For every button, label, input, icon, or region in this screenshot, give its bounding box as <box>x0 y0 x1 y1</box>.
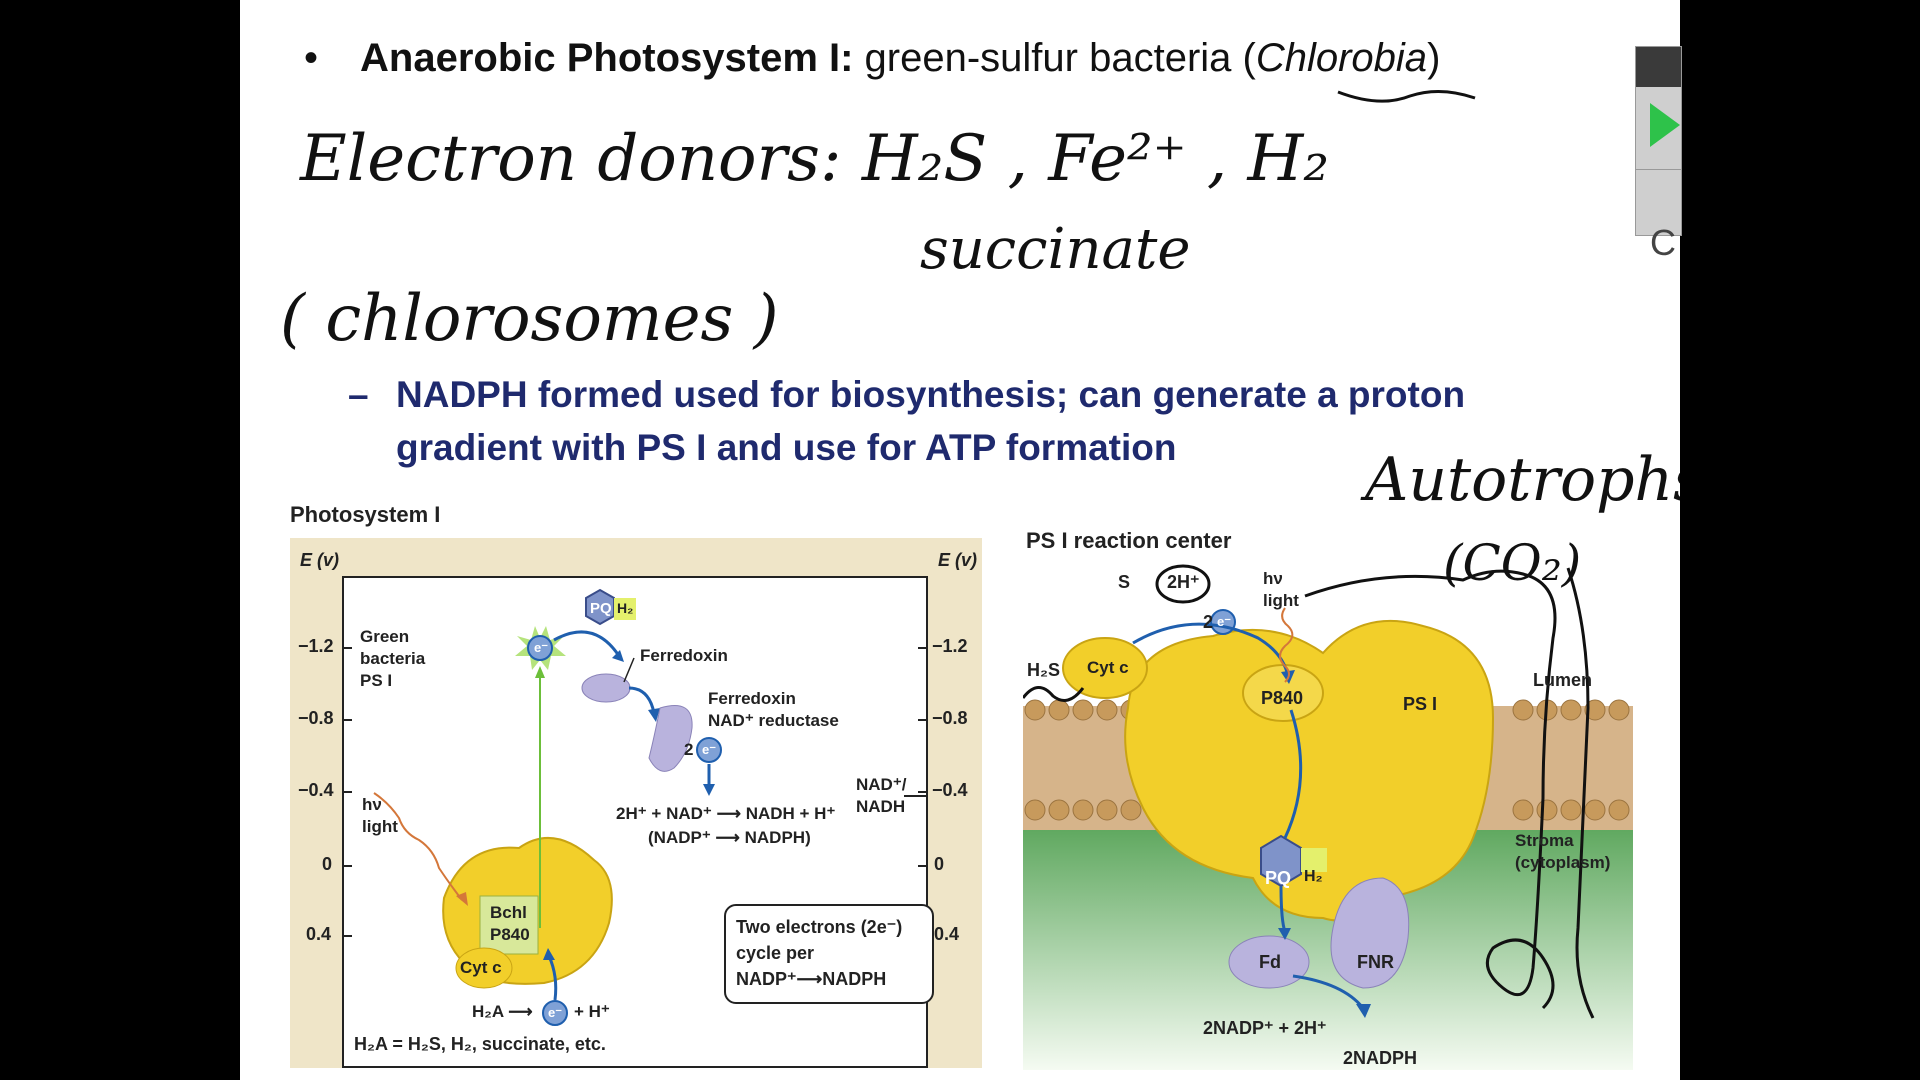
light-label-right: hν light <box>1263 569 1299 610</box>
electron-transfer-arrow <box>553 630 621 657</box>
side-toolbar[interactable]: C <box>1635 46 1682 261</box>
fd-shape <box>1228 935 1310 989</box>
cytc-shape <box>455 947 513 989</box>
pq-hexagon-right <box>1260 834 1302 888</box>
fd-label: Fd <box>1259 952 1281 972</box>
bullet-italic: Chlorobia <box>1255 36 1428 80</box>
handwritten-squiggle <box>1023 686 1085 702</box>
tick-right-2: −0.8 <box>932 708 968 728</box>
slide: • Anaerobic Photosystem I: green-sulfur … <box>240 0 1680 1080</box>
pq-h2-box <box>614 598 636 620</box>
energy-diagram-plot: Green bacteria PS I e⁻ PQ H₂ Ferredoxin … <box>342 576 934 1068</box>
reductase-label: Ferredoxin NAD⁺ reductase <box>708 689 839 730</box>
figure-right-title: PS I reaction center <box>1026 528 1232 553</box>
tick-right-1: −1.2 <box>932 636 968 656</box>
bullet-bold: Anaerobic Photosystem I: <box>360 36 854 80</box>
underline-scribble <box>1337 89 1476 103</box>
bullet-marker: • <box>304 36 319 80</box>
tick-left-1: −1.2 <box>298 636 334 656</box>
electron-label-excited: e⁻ <box>534 640 549 655</box>
reaction-nadp-label: (NADP⁺ ⟶ NADPH) <box>648 828 811 847</box>
handwriting-chlorosomes: ( chlorosomes ) <box>280 282 779 356</box>
h-plus-label: + H⁺ <box>574 1002 610 1021</box>
h2a-footer-label: H₂A = H₂S, H₂, succinate, etc. <box>354 1034 606 1054</box>
ferredoxin-label: Ferredoxin <box>640 646 728 665</box>
energy-diagram-panel: E (v) E (v) −1.2 −0.8 −0.4 0 0.4 −1.2 −0… <box>290 538 982 1068</box>
c-icon[interactable]: C <box>1650 222 1676 263</box>
cytc-label-right: Cyt c <box>1087 658 1129 677</box>
play-icon[interactable] <box>1650 103 1680 147</box>
light-label: hν light <box>362 795 398 836</box>
handwriting-succinate: succinate <box>920 217 1191 282</box>
electron-icon-2e <box>696 737 722 763</box>
electron-label-donor: e⁻ <box>548 1005 563 1020</box>
fnr-shape <box>1330 877 1410 989</box>
light-wave-right <box>1279 607 1294 683</box>
ferredoxin-shape <box>581 673 631 703</box>
electron-cycle-note: Two electrons (2e⁻) cycle per NADP⁺⟶NADP… <box>724 904 934 1004</box>
handwriting-layer: Electron donors: H₂S , Fe²⁺ , H₂ succina… <box>280 89 1680 515</box>
tick-left-5: 0.4 <box>306 924 332 944</box>
pq-label: PQ <box>590 600 612 617</box>
handwritten-circle-2h <box>1155 564 1211 604</box>
stroma-label: Stroma (cytoplasm) <box>1515 831 1611 872</box>
bchl-box <box>479 895 539 955</box>
tick-left-3: −0.4 <box>298 780 334 800</box>
fnr-label: FNR <box>1357 952 1394 972</box>
electron-label-right: e⁻ <box>1217 614 1232 629</box>
electron-label-2e: e⁻ <box>702 742 717 757</box>
lipid-heads <box>1024 699 1630 821</box>
handwritten-path-arrow <box>1304 569 1557 1010</box>
tick-right-5: 0.4 <box>934 924 960 944</box>
nad-couple-label: NAD⁺/ NADH <box>856 775 907 816</box>
p840-label: P840 <box>1261 688 1304 708</box>
reaction-nad-label: 2H⁺ + NAD⁺ ⟶ NADH + H⁺ <box>616 804 836 823</box>
axis-label-right: E (v) <box>938 550 978 570</box>
cytc-label: Cyt c <box>460 958 502 977</box>
light-wave-arrow <box>373 792 463 901</box>
lumen-label: Lumen <box>1533 670 1593 690</box>
two-e-label: 2 <box>684 740 694 759</box>
pq-h2-label: H₂ <box>617 600 634 616</box>
pq-h2-label-right: H₂ <box>1304 868 1323 885</box>
h2s-label: H₂S <box>1027 660 1061 680</box>
electron-icon-donor <box>542 1000 568 1026</box>
reaction-center-panel: S 2H⁺ 2 e⁻ hν light H₂S Cyt c P840 PS I … <box>1023 534 1633 1070</box>
tick-left-2: −0.8 <box>298 708 334 728</box>
green-bacteria-label: Green bacteria PS I <box>360 627 426 690</box>
handwriting-autotrophs: Autotrophs <box>1360 445 1680 515</box>
tick-left-4: 0 <box>322 854 333 874</box>
nadph-label: 2NADPH <box>1343 1048 1418 1068</box>
nadp-label: 2NADP⁺ + 2H⁺ <box>1203 1018 1327 1038</box>
bullet-text: green-sulfur bacteria ( <box>853 36 1256 80</box>
side-toolbar-header <box>1636 47 1681 87</box>
electron-icon-excited <box>527 635 553 661</box>
sub-bullet-text: NADPH formed used for biosynthesis; can … <box>396 374 1466 468</box>
axis-label-left: E (v) <box>300 550 340 570</box>
reductase-shape <box>648 705 693 772</box>
sub-bullet-marker: – <box>348 374 369 415</box>
cytc-shape-right <box>1062 637 1148 699</box>
handwriting-electron-donors: Electron donors: H₂S , Fe²⁺ , H₂ <box>299 122 1329 196</box>
tick-right-4: 0 <box>934 854 945 874</box>
pq-h2-box-right <box>1301 848 1327 872</box>
pq-label-right: PQ <box>1265 868 1292 888</box>
figure-left-title: Photosystem I <box>290 502 441 527</box>
bullet-close: ) <box>1427 36 1441 80</box>
psi-protein-shape <box>1124 619 1495 922</box>
tick-right-3: −0.4 <box>932 780 968 800</box>
psi-label: PS I <box>1403 694 1438 714</box>
bchl-label: Bchl P840 <box>490 903 530 944</box>
h2a-reaction-label: H₂A ⟶ <box>472 1002 533 1021</box>
handwriting-co2: (CO₂) <box>1443 534 1582 592</box>
s-label: S <box>1118 572 1131 592</box>
two-e-label-right: 2 <box>1203 612 1214 632</box>
two-h-label: 2H⁺ <box>1167 572 1200 592</box>
